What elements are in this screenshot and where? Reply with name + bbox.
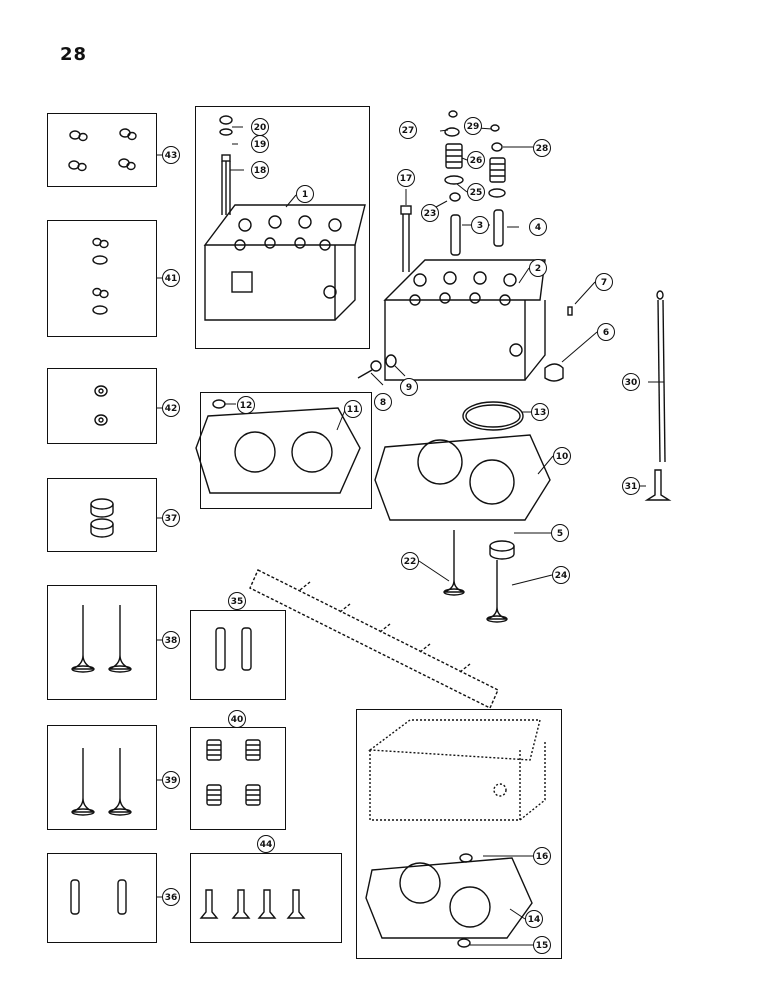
callout-19: 19 (251, 135, 269, 153)
page-number: 28 (60, 44, 88, 65)
small-parts-icon (357, 306, 573, 382)
kit-box-35 (190, 610, 286, 700)
callout-27: 27 (399, 121, 417, 139)
valve-seat-insert-icon (90, 498, 114, 538)
callout-10: 10 (553, 447, 571, 465)
o-ring-icon (212, 399, 524, 431)
callout-2: 2 (529, 259, 547, 277)
callout-15: 15 (533, 936, 551, 954)
overhaul-gasket-icon (365, 853, 533, 948)
callout-14: 14 (525, 910, 543, 928)
leader-lines (156, 126, 664, 946)
camshaft-icon (249, 569, 499, 709)
callout-20: 20 (251, 118, 269, 136)
callout-41: 41 (162, 269, 180, 287)
callout-29: 29 (464, 117, 482, 135)
callout-38: 38 (162, 631, 180, 649)
callout-12: 12 (237, 396, 255, 414)
valve-keepers-icon (68, 128, 137, 172)
valve-guide-icon (215, 627, 252, 671)
cylinder-head-icon (203, 204, 366, 321)
valve-guide-pair-icon (70, 879, 127, 915)
callout-13: 13 (531, 403, 549, 421)
callout-30: 30 (622, 373, 640, 391)
callout-4: 4 (529, 218, 547, 236)
callout-28: 28 (533, 139, 551, 157)
valve-pair-main-icon (443, 530, 515, 623)
callout-7: 7 (595, 273, 613, 291)
callout-26: 26 (467, 151, 485, 169)
callout-23: 23 (421, 204, 439, 222)
callout-9: 9 (400, 378, 418, 396)
callout-11: 11 (344, 400, 362, 418)
callout-8: 8 (374, 393, 392, 411)
callout-35: 35 (228, 592, 246, 610)
callout-24: 24 (552, 566, 570, 584)
push-rod-icon (644, 290, 672, 501)
callout-18: 18 (251, 161, 269, 179)
callout-39: 39 (162, 771, 180, 789)
callout-17: 17 (397, 169, 415, 187)
callout-43: 43 (162, 146, 180, 164)
head-gasket-icon (195, 407, 551, 521)
valve-train-parts-icon (444, 110, 506, 256)
intake-valve-pair-icon (71, 605, 132, 673)
retainer-keeper-icon (92, 237, 109, 315)
callout-44: 44 (257, 835, 275, 853)
kit-box-42 (47, 368, 157, 444)
callout-16: 16 (533, 847, 551, 865)
callout-37: 37 (162, 509, 180, 527)
callout-25: 25 (467, 183, 485, 201)
head-bolt-icon (219, 115, 233, 215)
callout-6: 6 (597, 323, 615, 341)
main-cylinder-head-icon (383, 259, 546, 381)
kit-box-43 (47, 113, 157, 187)
exhaust-valve-pair-icon (71, 748, 132, 816)
kit-box-38 (47, 585, 157, 700)
callout-1: 1 (296, 185, 314, 203)
tappet-icon (199, 889, 306, 919)
kit-box-37 (47, 478, 157, 552)
callout-5: 5 (551, 524, 569, 542)
rotator-icon (94, 385, 108, 426)
callout-3: 3 (471, 216, 489, 234)
callout-40: 40 (228, 710, 246, 728)
callout-22: 22 (401, 552, 419, 570)
kit-box-36 (47, 853, 157, 943)
kit-box-39 (47, 725, 157, 830)
callout-31: 31 (622, 477, 640, 495)
overhaul-head-icon (368, 719, 546, 821)
kit-box-41 (47, 220, 157, 337)
valve-spring-icon (206, 739, 261, 806)
callout-36: 36 (162, 888, 180, 906)
kit-box-40 (190, 727, 286, 830)
callout-42: 42 (162, 399, 180, 417)
kit-box-44 (190, 853, 342, 943)
head-bolt-17-icon (400, 205, 412, 272)
